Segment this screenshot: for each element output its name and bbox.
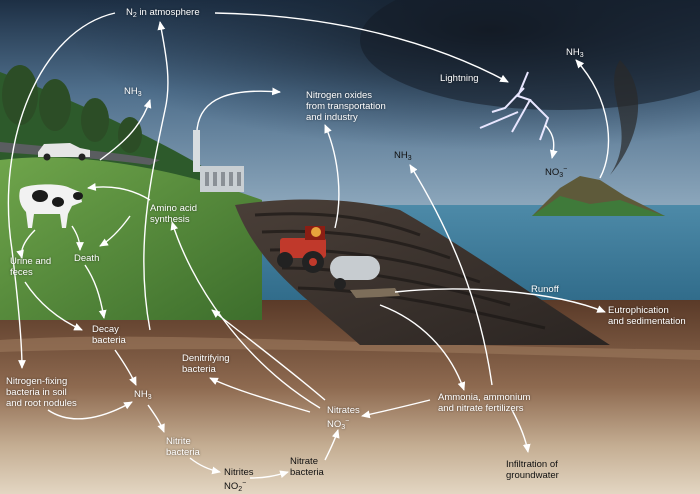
nh3-volcano-label: NH3 <box>566 47 584 59</box>
nh3-soil-label: NH3 <box>134 389 152 401</box>
cow-icon <box>19 184 83 228</box>
nh3-middle-label: NH3 <box>394 150 412 162</box>
factory-icon <box>193 130 244 192</box>
denitrifying-bacteria-label: Denitrifying bacteria <box>182 353 230 375</box>
fertilizers-label: Ammonia, ammonium and nitrate fertilizer… <box>438 392 531 414</box>
plowed-field <box>235 199 610 345</box>
decay-bacteria-label: Decay bacteria <box>92 324 126 346</box>
infiltration-label: Infiltration of groundwater <box>506 459 559 481</box>
volcano-icon <box>532 60 665 216</box>
eutrophication-label: Eutrophication and sedimentation <box>608 305 686 327</box>
cycle-arrows <box>7 12 610 479</box>
n2-atmosphere-label: N2 in atmosphere <box>126 7 200 19</box>
nitrate-bacteria-label: Nitrate bacteria <box>290 456 324 478</box>
lightning-icon <box>479 71 550 141</box>
runoff-label: Runoff <box>531 284 559 295</box>
death-label: Death <box>74 253 100 264</box>
tractor-icon <box>277 226 400 298</box>
car-icon <box>38 143 90 161</box>
nitrite-bacteria-label: Nitrite bacteria <box>166 436 200 458</box>
nitrogen-fixing-bacteria-label: Nitrogen-fixing bacteria in soil and roo… <box>6 376 77 409</box>
no3-lightning-label: NO3− <box>545 166 568 179</box>
nh3-upper-left-label: NH3 <box>124 86 142 98</box>
urine-feces-label: Urine and feces <box>10 256 52 278</box>
lightning-label: Lightning <box>440 73 479 84</box>
amino-acid-synthesis-label: Amino acid synthesis <box>150 203 197 225</box>
nitrogen-oxides-label: Nitrogen oxides from transportation and … <box>306 90 386 123</box>
